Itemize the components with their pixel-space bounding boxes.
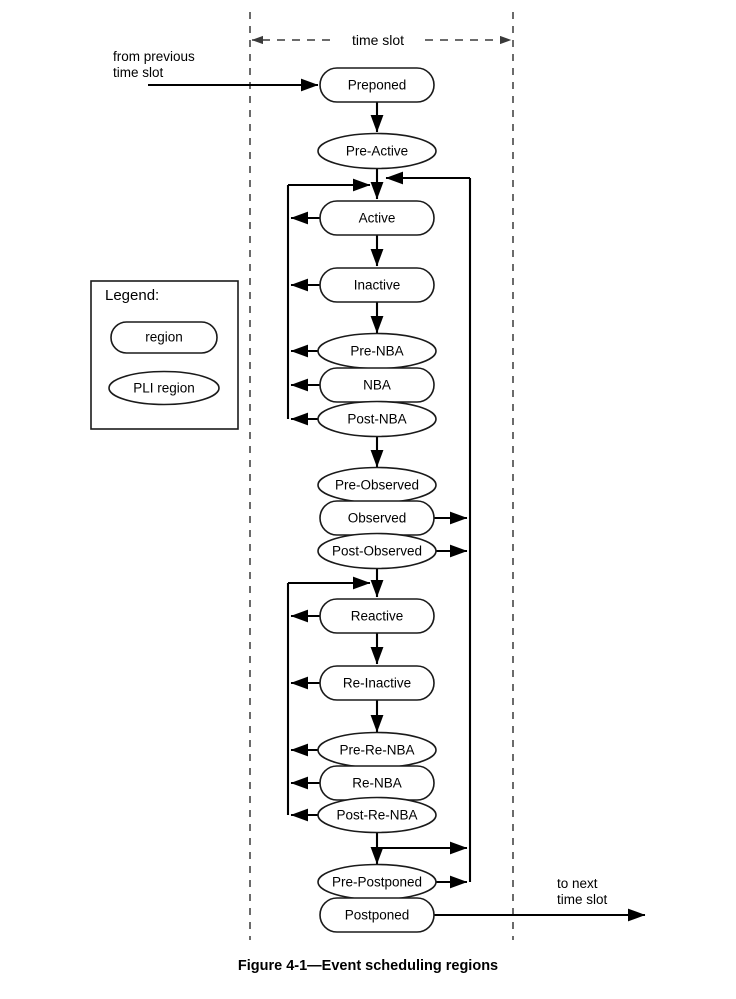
legend-pli-region-label: PLI region xyxy=(133,381,195,396)
node-preponed[interactable]: Preponed xyxy=(319,67,435,103)
node-nba[interactable]: NBA xyxy=(319,367,435,403)
node-inactive-label: Inactive xyxy=(354,278,401,293)
node-observed[interactable]: Observed xyxy=(319,500,435,536)
node-postponed-shape xyxy=(319,897,435,933)
to-next-time-slot-group: to next time slot xyxy=(434,876,646,922)
figure-caption: Figure 4-1—Event scheduling regions xyxy=(238,958,498,974)
node-postponed-label: Postponed xyxy=(345,908,410,923)
node-observed-label: Observed xyxy=(348,511,407,526)
node-pre-observed-label: Pre-Observed xyxy=(335,478,419,493)
node-pre-re-nba[interactable]: Pre-Re-NBA xyxy=(317,731,437,769)
legend: Legend: region PLI region xyxy=(90,280,239,430)
node-preponed-shape xyxy=(319,67,435,103)
node-post-observed-shape xyxy=(317,532,437,570)
node-reactive-label: Reactive xyxy=(351,609,404,624)
node-nba-label: NBA xyxy=(363,378,391,393)
right-return-rail-group xyxy=(377,171,472,889)
node-pre-re-nba-label: Pre-Re-NBA xyxy=(339,743,414,758)
node-pre-active-shape xyxy=(317,132,437,170)
node-pre-nba[interactable]: Pre-NBA xyxy=(317,332,437,370)
re-nba-feedback-loop xyxy=(286,576,371,822)
node-pre-nba-label: Pre-NBA xyxy=(350,344,403,359)
node-post-observed-label: Post-Observed xyxy=(332,544,422,559)
legend-title: Legend: xyxy=(105,287,159,304)
node-re-nba-label: Re-NBA xyxy=(352,776,402,791)
node-post-re-nba-shape xyxy=(317,796,437,834)
node-pre-postponed-label: Pre-Postponed xyxy=(332,875,422,890)
node-re-inactive-shape xyxy=(319,665,435,701)
node-active-shape xyxy=(319,200,435,236)
node-reactive-shape xyxy=(319,598,435,634)
node-re-inactive-label: Re-Inactive xyxy=(343,676,411,691)
node-post-nba-label: Post-NBA xyxy=(347,412,406,427)
node-active-label: Active xyxy=(359,211,396,226)
node-pre-observed[interactable]: Pre-Observed xyxy=(317,466,437,504)
node-postponed[interactable]: Postponed xyxy=(319,897,435,933)
node-post-re-nba[interactable]: Post-Re-NBA xyxy=(317,796,437,834)
node-preponed-label: Preponed xyxy=(348,78,407,93)
legend-pli-region-shape xyxy=(108,370,220,406)
node-re-inactive[interactable]: Re-Inactive xyxy=(319,665,435,701)
legend-region-shape xyxy=(110,321,218,354)
time-slot-label: time slot xyxy=(352,32,404,48)
to-next-label-line2: time slot xyxy=(557,892,608,907)
to-next-label-line1: to next xyxy=(557,876,598,891)
node-post-nba[interactable]: Post-NBA xyxy=(317,400,437,438)
from-previous-label-line2: time slot xyxy=(113,65,164,80)
node-inactive[interactable]: Inactive xyxy=(319,267,435,303)
legend-region-label: region xyxy=(145,330,183,345)
node-post-re-nba-label: Post-Re-NBA xyxy=(336,808,417,823)
node-pre-postponed[interactable]: Pre-Postponed xyxy=(317,863,437,901)
node-inactive-shape xyxy=(319,267,435,303)
node-pre-active[interactable]: Pre-Active xyxy=(317,132,437,170)
time-slot-measure: time slot xyxy=(251,32,512,48)
node-pre-active-label: Pre-Active xyxy=(346,144,408,159)
node-re-nba[interactable]: Re-NBA xyxy=(319,765,435,801)
from-previous-time-slot-group: from previous time slot xyxy=(113,49,319,92)
node-reactive[interactable]: Reactive xyxy=(319,598,435,634)
from-previous-label-line1: from previous xyxy=(113,49,195,64)
node-active[interactable]: Active xyxy=(319,200,435,236)
node-post-nba-shape xyxy=(317,400,437,438)
time-slot-boundaries xyxy=(249,12,514,940)
node-post-observed[interactable]: Post-Observed xyxy=(317,532,437,570)
